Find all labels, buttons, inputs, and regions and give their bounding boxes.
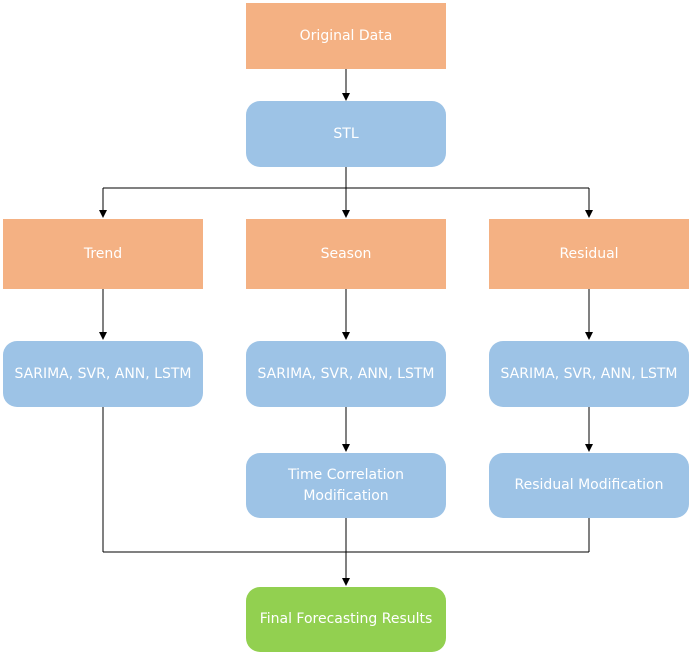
final-forecasting-results-node: Final Forecasting Results: [246, 587, 446, 652]
residual-modification-label: Residual Modification: [514, 477, 664, 493]
season-models-node: SARIMA, SVR, ANN, LSTM: [246, 341, 446, 407]
final-forecasting-results-label: Final Forecasting Results: [259, 611, 433, 627]
season-node: Season: [246, 219, 446, 289]
residual-modification-node: Residual Modification: [489, 453, 689, 518]
stl-label: STL: [333, 125, 359, 142]
original-data-node: Original Data: [246, 3, 446, 69]
trend-models-label: SARIMA, SVR, ANN, LSTM: [14, 365, 192, 382]
trend-label: Trend: [83, 245, 123, 262]
trend-models-node: SARIMA, SVR, ANN, LSTM: [3, 341, 203, 407]
trend-node: Trend: [3, 219, 203, 289]
original-data-label: Original Data: [299, 27, 393, 44]
season-models-label: SARIMA, SVR, ANN, LSTM: [257, 365, 435, 382]
residual-models-label: SARIMA, SVR, ANN, LSTM: [500, 365, 678, 382]
residual-label: Residual: [559, 245, 619, 262]
time-correlation-label-line1: Time Correlation: [288, 466, 404, 483]
residual-models-node: SARIMA, SVR, ANN, LSTM: [489, 341, 689, 407]
stl-node: STL: [246, 101, 446, 167]
residual-node: Residual: [489, 219, 689, 289]
time-correlation-modification-node: Time Correlation Modification: [246, 453, 446, 518]
season-label: Season: [320, 245, 372, 262]
time-correlation-label-line2: Modification: [303, 487, 389, 504]
